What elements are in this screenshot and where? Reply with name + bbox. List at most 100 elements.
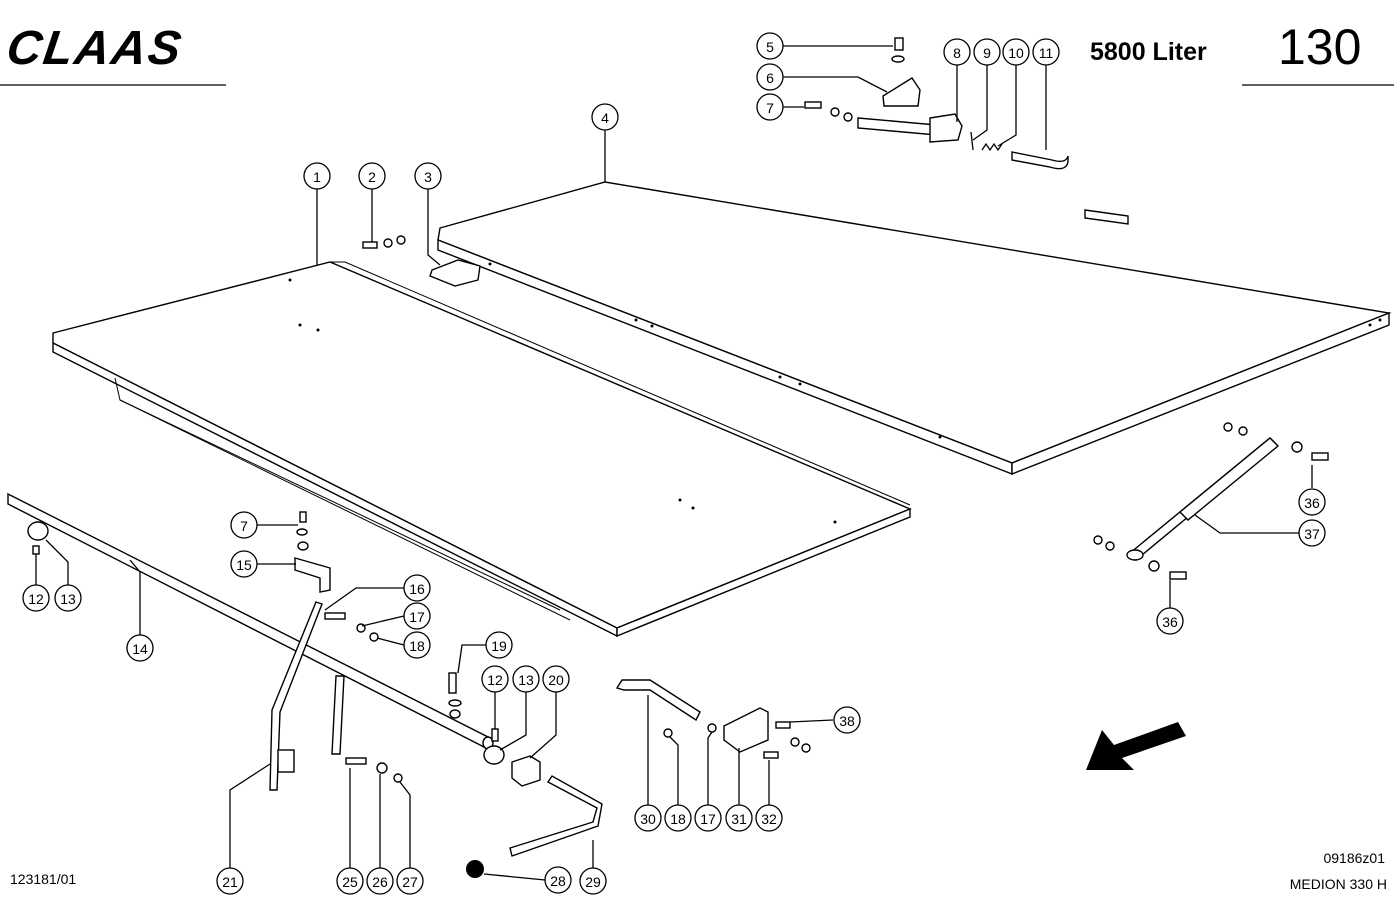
callout-circle: [634, 804, 662, 832]
callout-number: 6: [766, 70, 774, 86]
callout-circle: [396, 867, 424, 895]
callout-number: 26: [372, 874, 388, 890]
callout-number: 13: [518, 672, 534, 688]
callout-circle: [403, 631, 431, 659]
callout-number: 7: [240, 518, 248, 534]
callout-circle: [756, 63, 784, 91]
left-code: 123181/01: [10, 871, 76, 887]
callout-c7b: 7: [230, 511, 258, 539]
brand-logo: CLAAS: [3, 21, 186, 75]
callout-circle: [303, 162, 331, 190]
callout-circle: [358, 162, 386, 190]
callout-circle: [366, 867, 394, 895]
callout-number: 13: [60, 591, 76, 607]
callout-circle: [973, 38, 1001, 66]
callout-number: 36: [1304, 495, 1320, 511]
callout-number: 17: [409, 609, 425, 625]
callout-circle: [1032, 38, 1060, 66]
callout-number: 29: [585, 874, 601, 890]
callout-c15: 15: [230, 550, 258, 578]
callout-number: 12: [28, 591, 44, 607]
callout-c18a: 18: [403, 631, 431, 659]
callout-c37: 37: [1298, 519, 1326, 547]
cover-panel-1: [52, 261, 912, 638]
callout-circle: [725, 804, 753, 832]
callout-number: 4: [601, 110, 609, 126]
callout-number: 21: [222, 874, 238, 890]
callout-circle: [1298, 519, 1326, 547]
callout-number: 25: [342, 874, 358, 890]
callout-circle: [756, 93, 784, 121]
capacity-label: 5800 Liter: [1090, 38, 1207, 66]
callout-circle: [403, 602, 431, 630]
callout-number: 5: [766, 39, 774, 55]
callout-c4: 4: [591, 103, 619, 131]
callout-c2: 2: [358, 162, 386, 190]
callout-circle: [512, 665, 540, 693]
callout-number: 18: [670, 811, 686, 827]
callout-circle: [756, 32, 784, 60]
footer: 123181/01 09186z01 MEDION 330 H: [10, 850, 1387, 892]
callout-c18b: 18: [664, 804, 692, 832]
callout-number: 20: [548, 672, 564, 688]
callout-c25: 25: [336, 867, 364, 895]
callout-c16: 16: [403, 574, 431, 602]
callout-circle: [591, 103, 619, 131]
callout-number: 14: [132, 641, 148, 657]
hinge-hardware: [362, 37, 1069, 287]
header: CLAAS 5800 Liter 130: [0, 19, 1394, 86]
callout-c7a: 7: [756, 93, 784, 121]
callout-c11: 11: [1032, 38, 1060, 66]
callout-c31: 31: [725, 804, 753, 832]
callout-c29: 29: [579, 867, 607, 895]
callout-c14: 14: [126, 634, 154, 662]
callout-number: 7: [766, 100, 774, 116]
callout-number: 15: [236, 557, 252, 573]
callout-c3: 3: [414, 162, 442, 190]
callout-circle: [542, 665, 570, 693]
callout-circle: [755, 804, 783, 832]
callout-circle: [1002, 38, 1030, 66]
callout-c28: 28: [544, 866, 572, 894]
callout-c26: 26: [366, 867, 394, 895]
callout-circle: [126, 634, 154, 662]
callout-number: 11: [1039, 45, 1054, 61]
bracket-assembly: [615, 679, 811, 759]
callout-number: 38: [839, 713, 855, 729]
callout-number: 1: [313, 169, 321, 185]
callout-circle: [1298, 488, 1326, 516]
callout-number: 32: [761, 811, 777, 827]
callout-number: 30: [640, 811, 656, 827]
callout-number: 16: [409, 581, 425, 597]
callout-c36a: 36: [1298, 488, 1326, 516]
callout-c17a: 17: [403, 602, 431, 630]
callout-circle: [1156, 607, 1184, 635]
callout-number: 18: [409, 638, 425, 654]
callout-c17b: 17: [694, 804, 722, 832]
callout-c13b: 13: [512, 665, 540, 693]
callout-c1: 1: [303, 162, 331, 190]
callout-number: 12: [487, 672, 503, 688]
callout-c21: 21: [216, 867, 244, 895]
callout-c12a: 12: [22, 584, 50, 612]
callout-number: 37: [1304, 526, 1320, 542]
page-number: 130: [1278, 19, 1361, 75]
callout-circle: [54, 584, 82, 612]
callout-circle: [403, 574, 431, 602]
callout-c6: 6: [756, 63, 784, 91]
callout-number: 36: [1162, 614, 1178, 630]
callout-number: 10: [1008, 45, 1024, 61]
callout-c30: 30: [634, 804, 662, 832]
callout-number: 3: [424, 169, 432, 185]
callout-number: 27: [402, 874, 418, 890]
callout-number: 9: [983, 45, 991, 61]
callout-circle: [943, 38, 971, 66]
callout-number: 19: [491, 638, 507, 654]
callout-c9: 9: [973, 38, 1001, 66]
callout-c12b: 12: [481, 665, 509, 693]
callout-number: 8: [953, 45, 961, 61]
callout-c13a: 13: [54, 584, 82, 612]
callout-circle: [22, 584, 50, 612]
